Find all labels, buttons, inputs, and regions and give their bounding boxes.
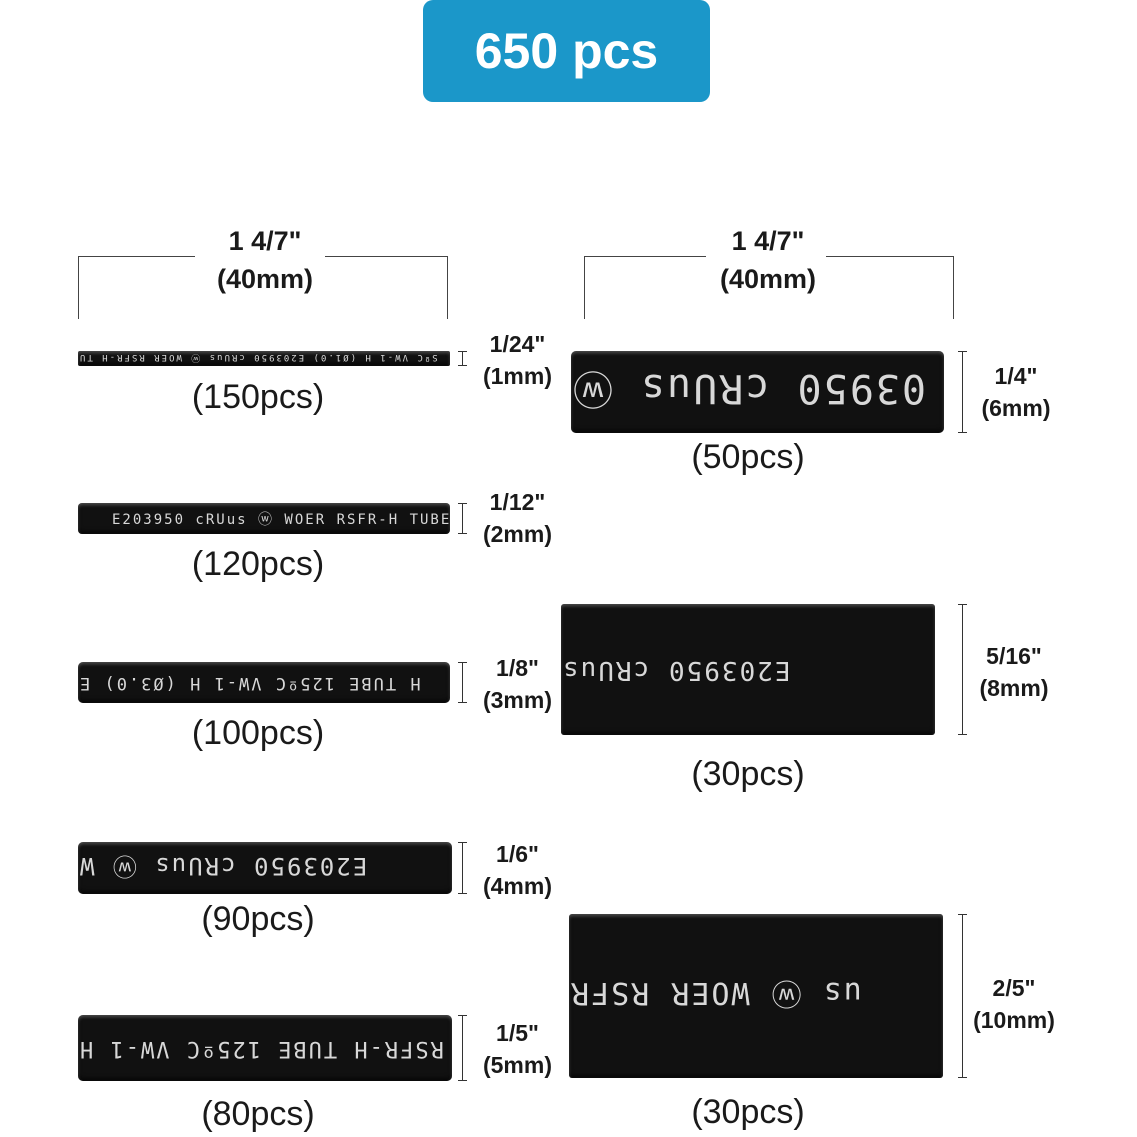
- size-marker: [958, 351, 967, 433]
- tube-1mm-count: (150pcs): [191, 378, 325, 416]
- tube-6mm-size: 1/4" (6mm): [966, 360, 1066, 424]
- size-mm: (8mm): [979, 675, 1049, 701]
- tube-print: E203950 cRUus ⓦ W: [78, 851, 368, 880]
- tube-10mm-count: (30pcs): [691, 1093, 805, 1131]
- tube-5mm-size: 1/5" (5mm): [470, 1017, 565, 1081]
- tube-6mm: 03950 cRUus ⓦ: [571, 351, 944, 433]
- right-length-label: 1 4/7" (40mm): [668, 222, 868, 298]
- size-marker: [458, 503, 467, 534]
- left-length-mm: (40mm): [216, 264, 314, 294]
- tube-4mm-size: 1/6" (4mm): [470, 838, 565, 902]
- size-inches: 1/5": [496, 1020, 539, 1046]
- tube-print: E203950 cRUus: [561, 654, 791, 685]
- size-marker: [458, 1015, 467, 1081]
- size-mm: (5mm): [482, 1052, 552, 1078]
- left-length-inches: 1 4/7": [228, 226, 302, 256]
- size-inches: 2/5": [992, 975, 1036, 1001]
- size-marker: [458, 842, 467, 894]
- size-mm: (3mm): [482, 687, 552, 713]
- size-mm: (6mm): [981, 395, 1051, 421]
- tube-print: H TUBE 125ºC VW-1 H (Ø3.0) E: [78, 672, 421, 693]
- size-mm: (10mm): [973, 1007, 1055, 1033]
- tube-6mm-count: (50pcs): [691, 438, 805, 476]
- tube-3mm: H TUBE 125ºC VW-1 H (Ø3.0) E: [78, 662, 450, 703]
- tube-2mm-count: (120pcs): [191, 545, 325, 583]
- size-marker: [958, 914, 967, 1078]
- tube-print: RSFR-H TUBE 125ºC VW-1 H: [78, 1035, 444, 1061]
- size-marker: [958, 604, 967, 735]
- total-count-badge: 650 pcs: [423, 0, 710, 102]
- tube-10mm-size: 2/5" (10mm): [962, 972, 1066, 1036]
- tube-8mm-size: 5/16" (8mm): [962, 640, 1066, 704]
- tube-1mm-size: 1/24" (1mm): [470, 328, 565, 392]
- tube-2mm-size: 1/12" (2mm): [470, 486, 565, 550]
- size-mm: (4mm): [482, 873, 552, 899]
- tube-10mm: us ⓦ WOER RSFR: [569, 914, 943, 1078]
- tube-5mm: RSFR-H TUBE 125ºC VW-1 H: [78, 1015, 452, 1081]
- right-length-mm: (40mm): [719, 264, 817, 294]
- tube-1mm: SºC VW-1 H (Ø1.0) E203950 cRUus ⓦ WOER R…: [78, 351, 450, 366]
- size-marker: [458, 662, 467, 703]
- left-length-label: 1 4/7" (40mm): [165, 222, 365, 298]
- size-mm: (2mm): [482, 521, 552, 547]
- size-inches: 1/12": [489, 489, 546, 515]
- size-marker: [458, 351, 467, 366]
- tube-3mm-size: 1/8" (3mm): [470, 652, 565, 716]
- size-mm: (1mm): [482, 363, 552, 389]
- size-inches: 1/6": [496, 841, 539, 867]
- tube-2mm: E203950 cRUus ⓦ WOER RSFR-H TUBE: [78, 503, 450, 534]
- tube-print: E203950 cRUus ⓦ WOER RSFR-H TUBE: [112, 511, 450, 528]
- tube-print: us ⓦ WOER RSFR: [569, 975, 862, 1010]
- tube-8mm: E203950 cRUus: [561, 604, 935, 735]
- right-length-inches: 1 4/7": [731, 226, 805, 256]
- tube-print: 03950 cRUus ⓦ: [571, 365, 926, 411]
- size-inches: 1/8": [496, 655, 539, 681]
- tube-5mm-count: (80pcs): [201, 1095, 315, 1133]
- size-inches: 5/16": [986, 643, 1042, 669]
- tube-print: SºC VW-1 H (Ø1.0) E203950 cRUus ⓦ WOER R…: [78, 352, 438, 362]
- size-inches: 1/24": [489, 331, 546, 357]
- tube-3mm-count: (100pcs): [191, 714, 325, 752]
- tube-4mm-count: (90pcs): [201, 900, 315, 938]
- tube-8mm-count: (30pcs): [691, 755, 805, 793]
- right-length-bracket: [584, 256, 954, 319]
- size-inches: 1/4": [994, 363, 1038, 389]
- left-length-bracket: [78, 256, 448, 319]
- tube-4mm: E203950 cRUus ⓦ W: [78, 842, 452, 894]
